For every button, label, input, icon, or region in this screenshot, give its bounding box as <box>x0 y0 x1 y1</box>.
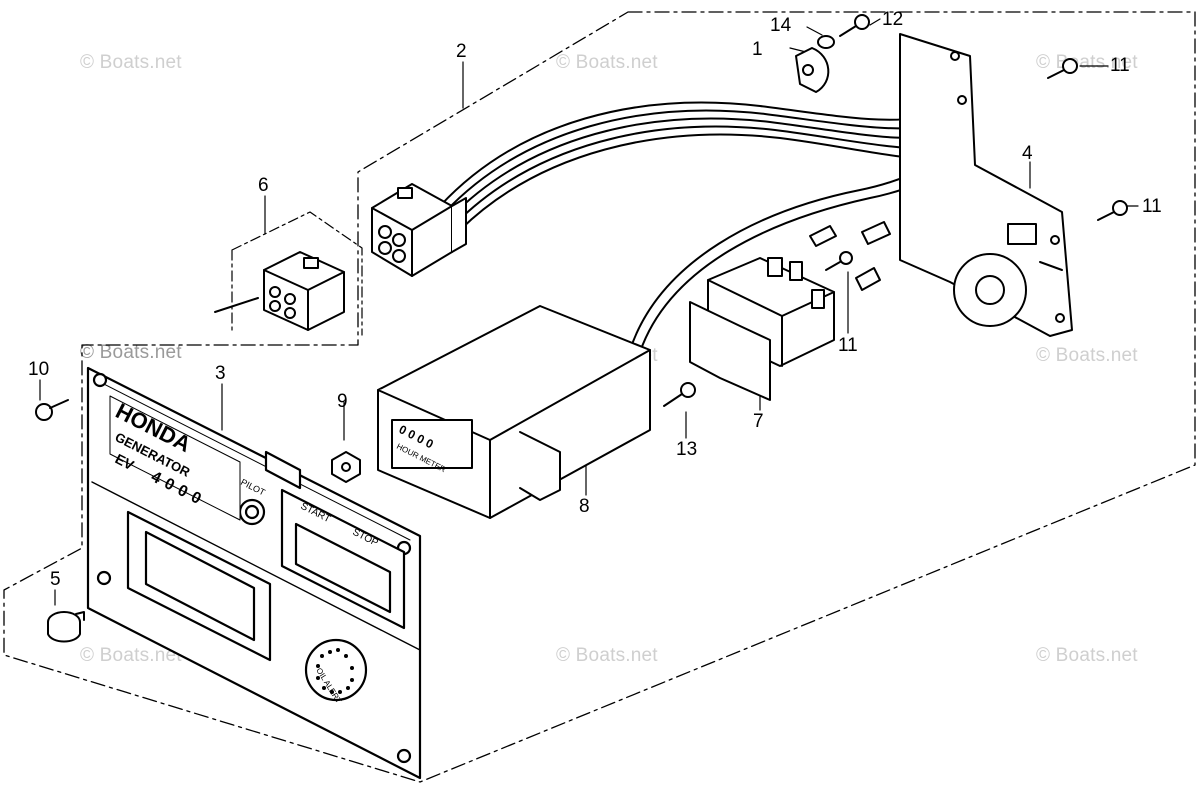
callout-3: 3 <box>215 363 226 384</box>
callout-10: 10 <box>28 359 50 380</box>
watermark: © Boats.net <box>556 645 658 666</box>
ev-text: EV <box>113 450 137 473</box>
watermark: © Boats.net <box>556 52 658 73</box>
oil-alert-grille <box>316 648 354 694</box>
clamp-1 <box>795 47 830 93</box>
callout-13: 13 <box>676 439 698 460</box>
control-panel <box>86 366 422 780</box>
watermark: © Boats.net <box>1036 345 1138 366</box>
leader-lines <box>39 18 1139 606</box>
washer-14 <box>817 35 835 49</box>
watermark: © Boats.net <box>80 342 182 363</box>
watermark: © Boats.net <box>1036 52 1138 73</box>
callout-11-middle: 11 <box>838 335 858 356</box>
callout-11-right: 11 <box>1142 196 1162 217</box>
callout-4: 4 <box>1022 143 1033 164</box>
bracket-plate <box>899 33 1073 337</box>
callout-8: 8 <box>579 496 590 517</box>
subassembly-outline <box>231 211 363 336</box>
hour-meter-box <box>377 305 651 519</box>
callout-9: 9 <box>337 391 348 412</box>
callout-2: 2 <box>456 41 467 62</box>
screws <box>35 14 1128 421</box>
callout-7: 7 <box>753 411 764 432</box>
watermark: © Boats.net <box>1036 645 1138 666</box>
knob-5 <box>47 611 85 643</box>
nut-9 <box>331 451 361 483</box>
callout-14: 14 <box>770 15 792 36</box>
connector-6 <box>214 251 345 331</box>
callout-5: 5 <box>50 569 61 590</box>
terminals <box>809 221 891 291</box>
assembly-outline <box>3 11 1196 783</box>
callout-12: 12 <box>882 9 904 30</box>
harness-connector <box>371 183 467 277</box>
switch-7 <box>689 257 835 401</box>
callout-6: 6 <box>258 175 269 196</box>
watermark: © Boats.net <box>80 645 182 666</box>
callout-11-top: 11 <box>1110 55 1130 76</box>
callout-1: 1 <box>752 39 763 60</box>
watermark: © Boats.net <box>80 52 182 73</box>
